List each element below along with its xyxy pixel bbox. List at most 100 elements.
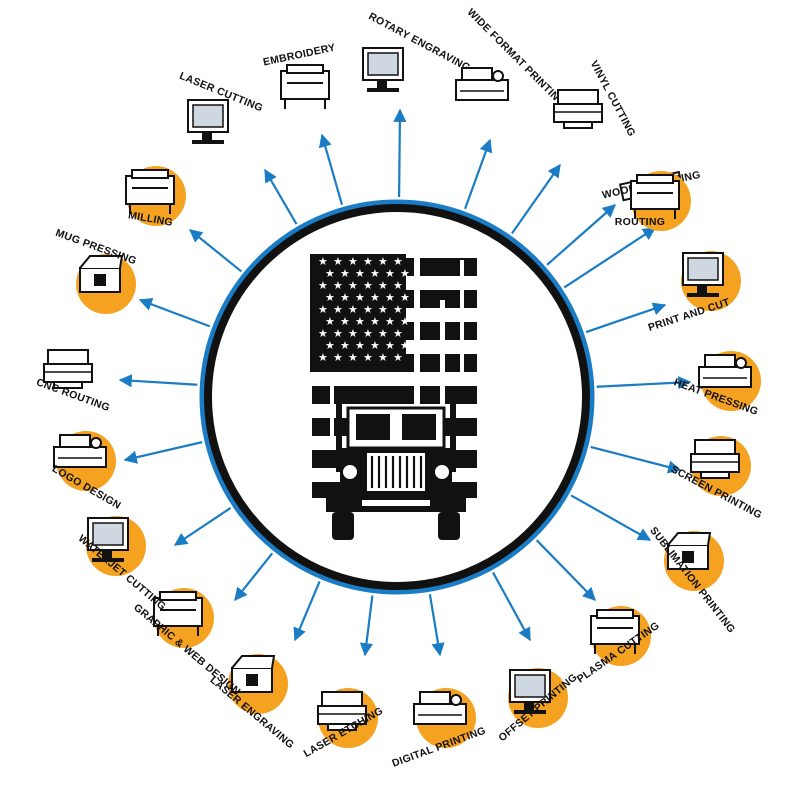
heat-press-icon: [698, 354, 752, 388]
connector-arrow: [138, 298, 211, 328]
flag-star: ★: [325, 267, 335, 280]
flag-star: ★: [370, 267, 380, 280]
application-node: CNC ROUTING: [35, 349, 111, 414]
flag-star: ★: [318, 351, 328, 364]
flag-star: ★: [370, 291, 380, 304]
laser-etcher-icon: [317, 691, 367, 731]
flag-star: ★: [325, 315, 335, 328]
flag-star: ★: [325, 339, 335, 352]
connector-arrow: [546, 204, 616, 266]
application-node: LOGO DESIGN: [50, 431, 123, 512]
connector-arrows: [118, 108, 692, 657]
application-node: VINYL CUTTING: [553, 59, 638, 139]
logo-design-monitor-icon: [53, 434, 107, 468]
digital-press-icon: [413, 691, 467, 725]
application-node: LASER ETCHING: [302, 688, 385, 760]
distressed-flag-semi-truck-icon: ★★★★★★★★★★★★★★★★★★★★★★★★★★★★★★★★★★★★★★★★…: [310, 254, 477, 540]
application-node: DIGITAL PRINTING: [390, 688, 488, 770]
flag-star: ★: [318, 279, 328, 292]
connector-arrow: [173, 507, 232, 546]
flag-star: ★: [340, 267, 350, 280]
flag-star: ★: [370, 339, 380, 352]
flag-star: ★: [393, 351, 403, 364]
router-icon: [630, 174, 680, 219]
plasma-cutter-icon: [590, 609, 640, 654]
design-monitor-icon: [153, 591, 203, 636]
flag-star: ★: [355, 339, 365, 352]
milling-machine-icon: [125, 169, 175, 214]
flag-canton: [310, 254, 406, 372]
application-node: OFFSET PRINTING: [496, 668, 580, 744]
flag-star: ★: [333, 303, 343, 316]
flag-star: ★: [393, 327, 403, 340]
flag-star: ★: [393, 255, 403, 268]
connector-arrow: [118, 374, 198, 388]
flag-star: ★: [378, 303, 388, 316]
connector-arrow: [234, 552, 274, 602]
application-node: WATERJET CUTTING: [76, 516, 168, 613]
mug-press-icon: [79, 255, 124, 293]
rotary-engraver-icon: [362, 47, 404, 92]
connector-arrow: [264, 168, 298, 225]
connector-arrow: [585, 302, 667, 334]
flag-star: ★: [378, 279, 388, 292]
application-node: SUBLIMATION PRINTING: [647, 525, 737, 636]
screen-printer-icon: [690, 439, 740, 479]
vinyl-cutter-icon: [553, 89, 603, 129]
flag-star: ★: [400, 291, 410, 304]
application-node: SCREEN PRINTING: [669, 436, 764, 521]
wide-format-printer-icon: [455, 67, 509, 101]
flag-star: ★: [325, 291, 335, 304]
connector-arrow: [511, 163, 561, 234]
flag-star: ★: [400, 339, 410, 352]
connector-arrow: [293, 580, 321, 642]
flag-star: ★: [393, 279, 403, 292]
application-node: PRINT AND CUT: [647, 251, 741, 334]
flag-star: ★: [340, 339, 350, 352]
flag-star: ★: [333, 351, 343, 364]
semi-truck: [326, 392, 466, 540]
application-node: MILLING: [125, 166, 186, 229]
flag-star: ★: [385, 315, 395, 328]
connector-arrow: [563, 227, 657, 289]
flag-star: ★: [363, 255, 373, 268]
flag-star: ★: [333, 255, 343, 268]
connector-arrow: [318, 133, 344, 206]
flag-star: ★: [363, 351, 373, 364]
flag-star: ★: [400, 267, 410, 280]
application-node: ROUTING: [615, 171, 691, 231]
sublimation-printer-icon: [667, 532, 712, 570]
flag-star: ★: [333, 279, 343, 292]
flag-star: ★: [363, 279, 373, 292]
connector-arrow: [492, 571, 531, 642]
application-node: MUG PRESSING: [54, 227, 138, 314]
flag-star: ★: [378, 255, 388, 268]
flag-star: ★: [378, 327, 388, 340]
flag-star: ★: [318, 303, 328, 316]
flag-star: ★: [348, 303, 358, 316]
offset-press-icon: [509, 669, 551, 714]
flag-star: ★: [318, 255, 328, 268]
connector-arrow: [428, 594, 445, 657]
flag-star: ★: [393, 303, 403, 316]
application-node: PLASMA CUTTING: [575, 606, 662, 685]
flag-star: ★: [385, 291, 395, 304]
laser-engraver-icon: [231, 655, 276, 693]
flag-star: ★: [363, 327, 373, 340]
print-and-cut-icon: [682, 252, 724, 297]
flag-star: ★: [348, 351, 358, 364]
flag-star: ★: [385, 339, 395, 352]
hub-outer-blue-ring: [199, 199, 595, 595]
connector-arrow: [188, 229, 243, 273]
application-node: HEAT PRESSING: [672, 351, 761, 418]
application-label: PRINT AND CUT: [647, 296, 732, 334]
flag-star: ★: [333, 327, 343, 340]
flag-star: ★: [348, 279, 358, 292]
flag-star: ★: [355, 267, 365, 280]
application-label: ROUTING: [615, 216, 666, 228]
application-node: EMBROIDERY: [262, 42, 337, 109]
application-node: GRAPHIC & WEB DESIGN: [131, 588, 243, 698]
application-node: LASER ENGRAVING: [208, 654, 296, 751]
connector-arrow: [570, 494, 652, 541]
